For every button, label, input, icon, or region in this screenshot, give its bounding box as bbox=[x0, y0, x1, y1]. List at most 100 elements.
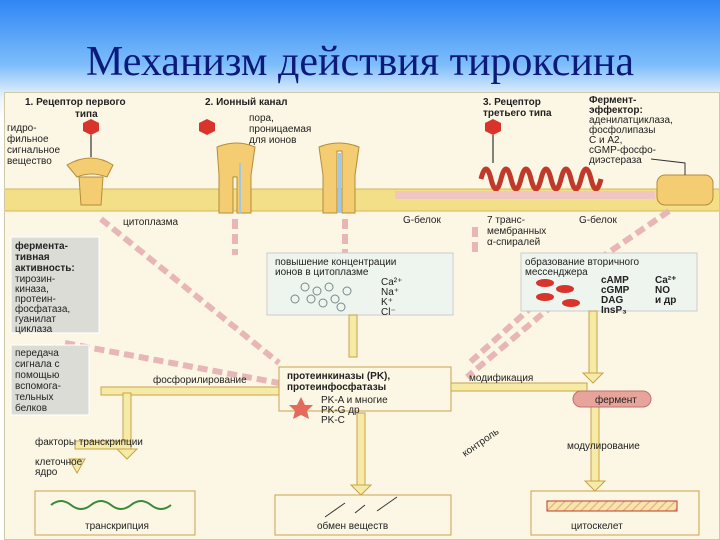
ion-channel-open bbox=[318, 142, 360, 214]
svg-text:белков: белков bbox=[15, 402, 47, 414]
svg-text:типа: типа bbox=[75, 109, 98, 120]
svg-text:диэстераза: диэстераза bbox=[589, 155, 642, 166]
svg-text:фосфолипазы: фосфолипазы bbox=[589, 124, 655, 136]
messenger-list-left: cAMP cGMP DAG InsP₃ bbox=[601, 275, 630, 316]
svg-text:PK-G др: PK-G др bbox=[321, 405, 360, 416]
svg-text:эффектор:: эффектор: bbox=[589, 104, 643, 116]
signal-relay-text: передача сигнала с помощью вспомога- тел… bbox=[15, 348, 61, 414]
svg-text:для ионов: для ионов bbox=[249, 135, 296, 146]
ion-concentration-title: повышение концентрации ионов в цитоплазм… bbox=[275, 257, 396, 278]
svg-text:Ca²⁺: Ca²⁺ bbox=[381, 277, 402, 288]
metabolism-label: обмен веществ bbox=[317, 520, 388, 532]
svg-text:ионов в цитоплазме: ионов в цитоплазме bbox=[275, 267, 369, 278]
messenger-ellipses bbox=[536, 279, 580, 307]
svg-text:фильное: фильное bbox=[7, 133, 49, 145]
svg-text:PK-C: PK-C bbox=[321, 415, 345, 426]
signal-relay-box bbox=[10, 344, 90, 416]
modification-label: модификация bbox=[469, 372, 533, 384]
diagram-panel: цитоплазма 1. Рецептор первого типа гидр… bbox=[4, 92, 720, 540]
seven-helices-label: 7 транс- мембранных α-спиралей bbox=[487, 215, 546, 248]
dna-helix bbox=[50, 500, 172, 510]
svg-text:cGMP: cGMP bbox=[601, 285, 630, 296]
metabolism-arrows bbox=[324, 496, 398, 518]
svg-text:Cl⁻: Cl⁻ bbox=[381, 307, 396, 318]
svg-text:Ca²⁺: Ca²⁺ bbox=[655, 275, 676, 286]
svg-text:сGMP-фосфо-: сGMP-фосфо- bbox=[589, 144, 656, 156]
svg-text:cAMP: cAMP bbox=[601, 275, 629, 286]
svg-text:K⁺: K⁺ bbox=[381, 297, 393, 308]
svg-text:фермента-: фермента- bbox=[15, 240, 68, 252]
svg-text:третьего типа: третьего типа bbox=[483, 108, 552, 119]
svg-text:протеинкиназы (PK),: протеинкиназы (PK), bbox=[287, 371, 390, 382]
metabolism-box bbox=[274, 494, 452, 536]
g-protein-right-label: G-белок bbox=[579, 214, 617, 226]
flow-arrows bbox=[68, 310, 607, 496]
ion-channel-closed bbox=[216, 142, 256, 214]
protein-kinase-box bbox=[278, 366, 452, 412]
svg-text:протеинфосфатазы: протеинфосфатазы bbox=[287, 381, 386, 393]
svg-text:образование вторичного: образование вторичного bbox=[525, 256, 640, 268]
control-label: контроль bbox=[460, 426, 501, 459]
ligand-receptor3 bbox=[485, 119, 501, 135]
svg-text:аденилатциклаза,: аденилатциклаза, bbox=[589, 115, 673, 126]
cytoplasm-label: цитоплазма bbox=[123, 217, 179, 228]
svg-text:InsP₃: InsP₃ bbox=[601, 305, 627, 316]
ion-list: Ca²⁺ Na⁺ K⁺ Cl⁻ bbox=[381, 277, 402, 318]
svg-text:С и А2,: С и А2, bbox=[589, 135, 622, 146]
svg-text:вещество: вещество bbox=[7, 156, 52, 167]
svg-text:NO: NO bbox=[655, 285, 670, 296]
svg-text:тивная: тивная bbox=[15, 252, 50, 263]
ion-concentration-box bbox=[266, 252, 454, 316]
pore-label: пора, проницаемая для ионов bbox=[249, 113, 311, 146]
svg-text:фосфатаза,: фосфатаза, bbox=[15, 303, 70, 315]
g-protein-left-label: G-белок bbox=[403, 214, 441, 226]
ligand-channel bbox=[199, 119, 215, 135]
svg-text:1. Рецептор первого: 1. Рецептор первого bbox=[25, 97, 126, 108]
svg-text:сигнальное: сигнальное bbox=[7, 145, 60, 156]
second-messenger-title: образование вторичного мессенджера bbox=[525, 256, 640, 278]
svg-text:повышение концентрации: повышение концентрации bbox=[275, 257, 396, 268]
transcription-factors-label: факторы транскрипции bbox=[35, 436, 143, 448]
kinase-star-icon bbox=[289, 397, 313, 419]
slide-title: Механизм действия тироксина bbox=[85, 39, 635, 85]
ligand-receptor1 bbox=[83, 119, 99, 135]
receptor-type1-label: 1. Рецептор первого типа bbox=[25, 97, 126, 120]
svg-text:α-спиралей: α-спиралей bbox=[487, 237, 540, 248]
seven-helix-receptor bbox=[478, 166, 604, 192]
svg-text:Na⁺: Na⁺ bbox=[381, 287, 399, 298]
kinase-list: PK-A и многие PK-G др PK-C bbox=[321, 395, 388, 426]
enzyme-node bbox=[572, 390, 652, 408]
svg-text:гуанилат: гуанилат bbox=[15, 314, 56, 325]
modulation-label: модулирование bbox=[567, 441, 640, 452]
ion-channel-label: 2. Ионный канал bbox=[205, 97, 287, 108]
svg-text:циклаза: циклаза bbox=[15, 324, 53, 335]
hydrophilic-signal-label: гидро- фильное сигнальное вещество bbox=[7, 123, 60, 167]
receptor-type3-label: 3. Рецептор третьего типа bbox=[483, 97, 552, 119]
svg-text:ядро: ядро bbox=[35, 467, 58, 478]
cytoskeleton-label: цитоскелет bbox=[571, 521, 623, 532]
svg-text:вспомога-: вспомога- bbox=[15, 381, 61, 392]
phosphorylation-label: фосфорилирование bbox=[153, 374, 247, 386]
svg-text:гидро-: гидро- bbox=[7, 123, 37, 134]
svg-text:передача: передача bbox=[15, 348, 59, 359]
svg-text:сигнала с: сигнала с bbox=[15, 359, 60, 370]
svg-text:клеточное: клеточное bbox=[35, 457, 83, 468]
svg-text:тельных: тельных bbox=[15, 392, 53, 403]
svg-text:3. Рецептор: 3. Рецептор bbox=[483, 97, 541, 108]
svg-text:активность:: активность: bbox=[15, 263, 75, 274]
nucleus-label: клеточное ядро bbox=[35, 457, 83, 478]
cytoskeleton-fiber bbox=[546, 500, 678, 512]
svg-text:протеин-: протеин- bbox=[15, 294, 56, 305]
svg-text:проницаемая: проницаемая bbox=[249, 124, 311, 135]
enzymatic-activity-box bbox=[10, 236, 100, 334]
messenger-list-right: Ca²⁺ NO и др bbox=[655, 275, 676, 306]
svg-text:7 транс-: 7 транс- bbox=[487, 215, 525, 226]
protein-kinase-title: протеинкиназы (PK), протеинфосфатазы bbox=[287, 371, 390, 393]
svg-text:мембранных: мембранных bbox=[487, 225, 546, 237]
effector-label: Фермент- эффектор: аденилатциклаза, фосф… bbox=[589, 95, 673, 166]
svg-text:PK-A и многие: PK-A и многие bbox=[321, 395, 388, 406]
svg-text:и др: и др bbox=[655, 295, 676, 306]
svg-text:тирозин-: тирозин- bbox=[15, 274, 55, 285]
svg-text:помощью: помощью bbox=[15, 370, 60, 381]
diagram-svg: цитоплазма 1. Рецептор первого типа гидр… bbox=[5, 95, 719, 536]
